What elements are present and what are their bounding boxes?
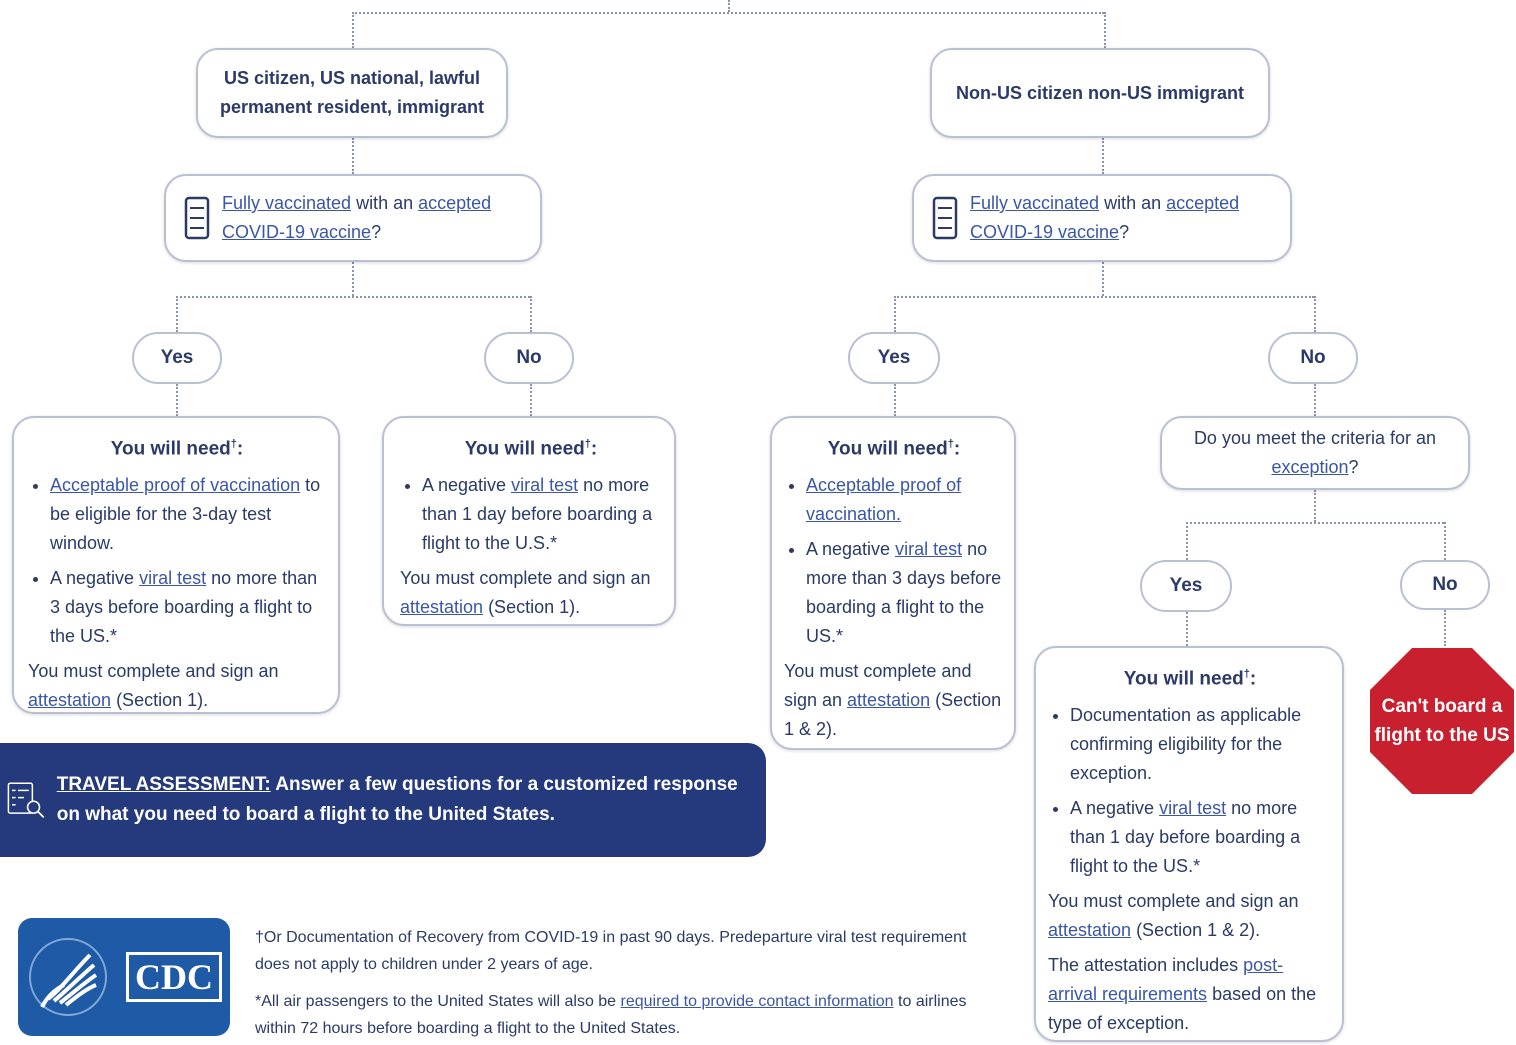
connector <box>1314 296 1316 332</box>
question-end: ? <box>1119 222 1130 242</box>
vaccination-card-icon <box>932 196 958 240</box>
question-text: Fully vaccinated with an accepted COVID-… <box>222 189 522 247</box>
requirements-box-left-yes: You will need†: Acceptable proof of vacc… <box>12 416 340 714</box>
status-box-us: US citizen, US national, lawful permanen… <box>196 48 508 138</box>
proof-of-vaccination-link[interactable]: Acceptable proof of vaccination <box>50 475 301 496</box>
contact-information-link[interactable]: required to provide contact information <box>620 993 894 1010</box>
checklist-search-icon <box>7 782 45 819</box>
status-label: Non-US citizen non-US immigrant <box>956 82 1244 103</box>
cdc-wordmark: CDC <box>126 952 222 1002</box>
connector <box>1314 384 1316 416</box>
connector <box>1102 138 1104 174</box>
attestation-note: You must complete and sign an attestatio… <box>28 661 279 711</box>
top-connector <box>352 12 1104 14</box>
requirements-box-left-no: You will need†: A negative viral test no… <box>382 416 676 626</box>
answer-no-exception: No <box>1400 560 1490 610</box>
connector <box>1444 522 1446 560</box>
attestation-link[interactable]: attestation <box>400 597 484 618</box>
connector <box>530 384 532 416</box>
question-end: ? <box>371 222 382 242</box>
connector <box>894 384 896 416</box>
connector <box>352 12 354 48</box>
footnote-recovery: †Or Documentation of Recovery from COVID… <box>255 929 967 973</box>
proof-of-vaccination-link[interactable]: Acceptable proof of vaccination. <box>806 475 962 525</box>
requirements-box-exception: You will need†: Documentation as applica… <box>1034 646 1344 1042</box>
requirements-heading: You will need†: <box>464 438 598 460</box>
connector <box>894 296 1314 298</box>
post-arrival-note: The attestation includes post-arrival re… <box>1048 955 1317 1034</box>
question-mid: with an <box>1099 193 1167 213</box>
answer-yes-left: Yes <box>132 332 222 384</box>
requirement-item: A negative viral test no more than 3 day… <box>806 535 1004 651</box>
accepted-vaccine-link[interactable]: accepted COVID-19 vaccine <box>222 193 492 242</box>
vaccinated-question-right: Fully vaccinated with an accepted COVID-… <box>912 174 1292 262</box>
stop-sign: Can't board a flight to the US <box>1368 646 1516 796</box>
travel-assessment-banner[interactable]: TRAVEL ASSESSMENT: Answer a few question… <box>0 743 766 857</box>
attestation-note: You must complete and sign an attestatio… <box>1048 891 1299 941</box>
connector <box>1186 522 1444 524</box>
stop-sign-text: Can't board a flight to the US <box>1374 696 1510 746</box>
status-box-non-us: Non-US citizen non-US immigrant <box>930 48 1270 138</box>
viral-test-link[interactable]: viral test <box>895 539 963 560</box>
connector <box>1314 490 1316 522</box>
attestation-link[interactable]: attestation <box>847 690 931 711</box>
connector <box>1186 522 1188 560</box>
answer-no-right: No <box>1268 332 1358 384</box>
requirement-item: A negative viral test no more than 3 day… <box>50 564 326 651</box>
cdc-logo: CDC <box>18 918 230 1036</box>
requirement-item: A negative viral test no more than 1 day… <box>422 471 662 558</box>
requirements-heading: You will need†: <box>1123 668 1257 690</box>
connector <box>352 262 354 296</box>
viral-test-link[interactable]: viral test <box>511 475 579 496</box>
attestation-link[interactable]: attestation <box>1048 920 1132 941</box>
exception-question-text: Do you meet the criteria for an exceptio… <box>1193 428 1437 477</box>
travel-assessment-link[interactable]: TRAVEL ASSESSMENT: <box>56 774 271 795</box>
viral-test-link[interactable]: viral test <box>1159 798 1227 819</box>
connector <box>1444 610 1446 646</box>
answer-yes-right: Yes <box>848 332 940 384</box>
connector <box>530 296 532 332</box>
requirement-item: Documentation as applicable confirming e… <box>1070 701 1332 788</box>
connector <box>1104 12 1106 48</box>
question-text: Fully vaccinated with an accepted COVID-… <box>970 189 1272 247</box>
fully-vaccinated-link[interactable]: Fully vaccinated <box>222 193 352 213</box>
stop-sign-icon <box>1370 648 1514 794</box>
requirements-heading: You will need†: <box>827 438 961 460</box>
answer-no-left: No <box>484 332 574 384</box>
connector <box>728 0 730 12</box>
vaccinated-question-left: Fully vaccinated with an accepted COVID-… <box>164 174 542 262</box>
status-label: US citizen, US national, lawful permanen… <box>219 68 485 117</box>
vaccination-card-icon <box>184 196 210 240</box>
requirements-heading: You will need†: <box>110 438 244 460</box>
requirement-item: A negative viral test no more than 1 day… <box>1070 794 1332 881</box>
post-arrival-requirements-link[interactable]: post-arrival requirements <box>1048 955 1284 1005</box>
exception-link[interactable]: exception <box>1271 457 1349 477</box>
attestation-link[interactable]: attestation <box>28 690 112 711</box>
connector <box>176 384 178 416</box>
hhs-eagle-icon <box>29 938 107 1016</box>
footnote-contact-info: *All air passengers to the United States… <box>255 993 967 1037</box>
attestation-note: You must complete and sign an attestatio… <box>784 661 1002 740</box>
connector <box>176 296 530 298</box>
banner-text: TRAVEL ASSESSMENT: Answer a few question… <box>56 774 738 825</box>
fully-vaccinated-link[interactable]: Fully vaccinated <box>970 193 1100 213</box>
requirements-box-right-yes: You will need†: Acceptable proof of vacc… <box>770 416 1016 750</box>
answer-yes-exception: Yes <box>1140 560 1232 612</box>
exception-question-box: Do you meet the criteria for an exceptio… <box>1160 416 1470 490</box>
connector <box>1186 612 1188 646</box>
connector <box>1102 262 1104 296</box>
question-mid: with an <box>351 193 419 213</box>
connector <box>352 138 354 174</box>
attestation-note: You must complete and sign an attestatio… <box>400 568 651 618</box>
requirement-item: Acceptable proof of vaccination to be el… <box>50 471 326 558</box>
accepted-vaccine-link[interactable]: accepted COVID-19 vaccine <box>970 193 1240 242</box>
connector <box>176 296 178 332</box>
connector <box>894 296 896 332</box>
viral-test-link[interactable]: viral test <box>139 568 207 589</box>
requirement-item: Acceptable proof of vaccination. <box>806 471 1004 529</box>
